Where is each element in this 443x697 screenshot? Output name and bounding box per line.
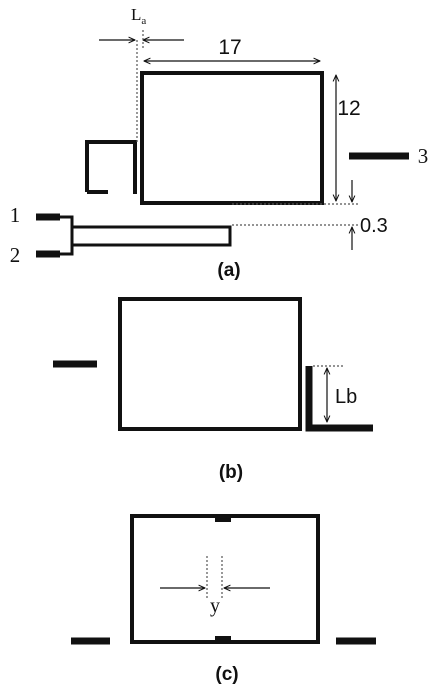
panel-a-port2-label: 2 — [10, 243, 21, 267]
panel-a: La 17 12 1 2 3 0.3 (a) — [10, 5, 429, 281]
panel-a-feed-fork — [36, 215, 74, 256]
panel-a-port3-label: 3 — [418, 144, 429, 168]
panel-c-gap-bottom — [215, 636, 231, 644]
panel-a-caption: (a) — [217, 260, 240, 281]
panel-a-hook-element — [85, 140, 137, 194]
panel-a-port1-label: 1 — [10, 203, 21, 227]
panel-b-lb-label: Lb — [335, 386, 357, 408]
panel-c-loop-rect — [130, 514, 320, 644]
panel-b-loop-rect — [118, 297, 302, 431]
panel-b-caption: (b) — [219, 462, 243, 483]
panel-a-feed-strip — [70, 225, 232, 247]
panel-a-la-label: La — [131, 5, 146, 27]
panel-a-width-label: 17 — [218, 36, 241, 59]
panel-a-loop-rect — [140, 71, 324, 205]
panel-c: y (c) — [71, 514, 376, 685]
panel-a-gap-label: 0.3 — [360, 215, 388, 237]
panel-c-gap-top — [215, 514, 231, 522]
panel-a-height-label: 12 — [337, 97, 360, 120]
panel-c-y-label: y — [210, 595, 220, 617]
panel-c-caption: (c) — [215, 664, 238, 685]
panel-b: Lb (b) — [53, 297, 373, 483]
panel-b-l-element — [305, 366, 373, 432]
